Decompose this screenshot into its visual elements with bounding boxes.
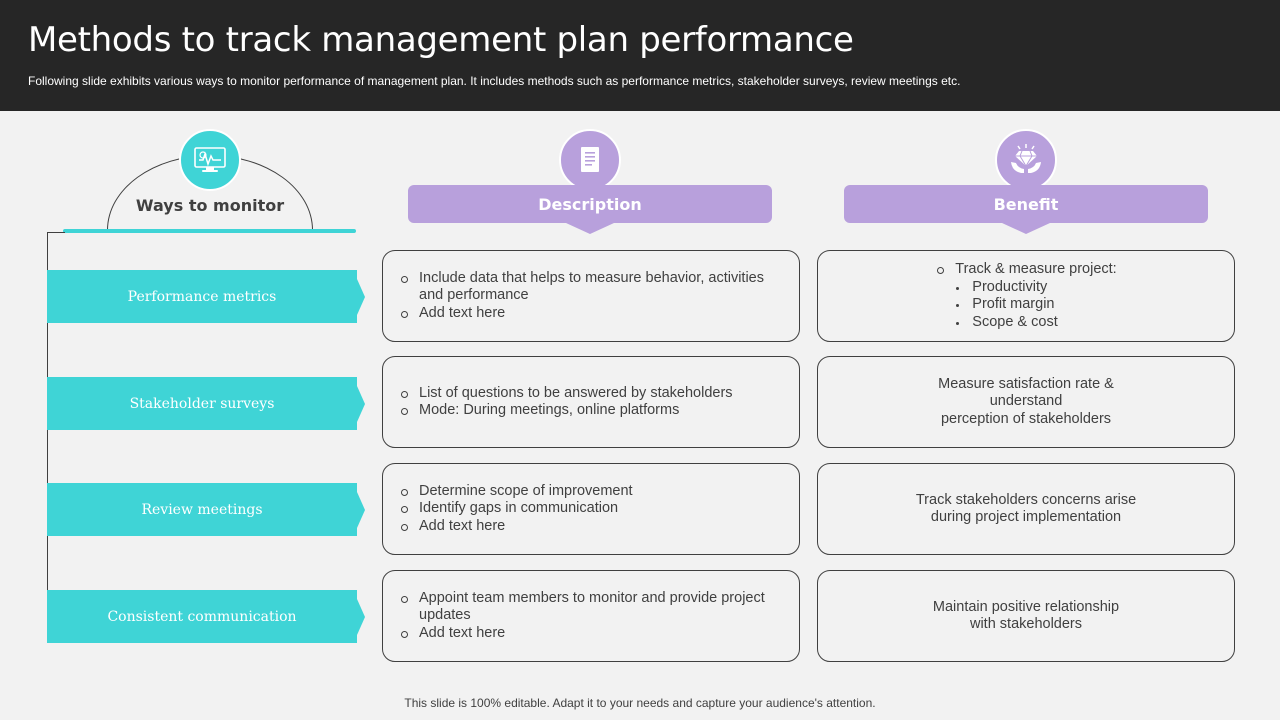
page-title: Methods to track management plan perform…	[28, 20, 854, 60]
benefit-text: Measure satisfaction rate & understand p…	[938, 375, 1114, 427]
list-item: List of questions to be answered by stak…	[399, 385, 733, 403]
method-review-meetings: Review meetings	[47, 483, 365, 536]
description-list: Appoint team members to monitor and prov…	[399, 590, 775, 643]
list-item: Determine scope of improvement	[399, 483, 633, 501]
description-card: Appoint team members to monitor and prov…	[382, 570, 800, 662]
ways-title: Ways to monitor	[135, 196, 285, 215]
description-list: List of questions to be answered by stak…	[399, 385, 733, 420]
list-item: Add text here	[399, 305, 775, 323]
benefit-card: Track & measure project: Productivity Pr…	[817, 250, 1235, 342]
list-item: Add text here	[399, 518, 633, 536]
description-list: Include data that helps to measure behav…	[399, 270, 775, 323]
document-icon	[559, 129, 621, 191]
list-item: Profit margin	[954, 296, 1116, 314]
description-list: Determine scope of improvement Identify …	[399, 483, 633, 536]
description-card: List of questions to be answered by stak…	[382, 356, 800, 448]
benefit-card: Track stakeholders concerns arise during…	[817, 463, 1235, 555]
benefit-header: Benefit	[844, 185, 1208, 234]
benefit-text: Maintain positive relationship with stak…	[932, 598, 1120, 633]
benefit-text: Track stakeholders concerns arise during…	[915, 491, 1137, 526]
slide-header: Methods to track management plan perform…	[0, 0, 1280, 111]
description-card: Include data that helps to measure behav…	[382, 250, 800, 342]
footer-note: This slide is 100% editable. Adapt it to…	[404, 696, 876, 710]
description-header: Description	[408, 185, 772, 234]
method-consistent-communication: Consistent communication	[47, 590, 365, 643]
method-stakeholder-surveys: Stakeholder surveys	[47, 377, 365, 430]
benefit-sublist: Productivity Profit margin Scope & cost	[935, 279, 1116, 332]
list-item: Include data that helps to measure behav…	[399, 270, 775, 305]
list-item: Appoint team members to monitor and prov…	[399, 590, 775, 625]
page-subtitle: Following slide exhibits various ways to…	[28, 74, 961, 88]
benefit-card: Maintain positive relationship with stak…	[817, 570, 1235, 662]
method-performance-metrics: Performance metrics	[47, 270, 365, 323]
list-item: Scope & cost	[954, 314, 1116, 332]
list-item: Identify gaps in communication	[399, 500, 633, 518]
list-item: Mode: During meetings, online platforms	[399, 402, 733, 420]
monitor-chart-icon	[179, 129, 241, 191]
benefit-list-head: Track & measure project:	[935, 261, 1117, 279]
benefit-card: Measure satisfaction rate & understand p…	[817, 356, 1235, 448]
list-item: Add text here	[399, 625, 775, 643]
diamond-hands-icon	[995, 129, 1057, 191]
ways-underline	[63, 229, 356, 233]
tree-connector-top	[47, 232, 65, 233]
description-card: Determine scope of improvement Identify …	[382, 463, 800, 555]
list-item: Productivity	[954, 279, 1116, 297]
